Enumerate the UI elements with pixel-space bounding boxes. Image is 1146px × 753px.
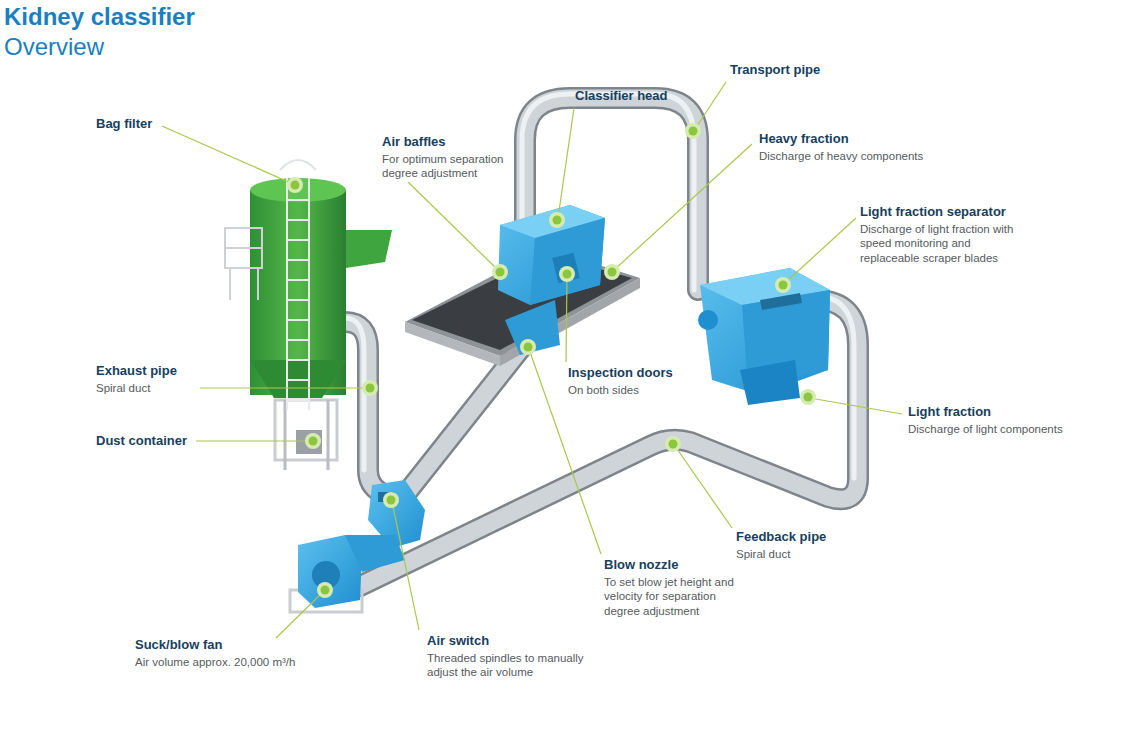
part-note: Spiral duct xyxy=(736,547,790,561)
part-note: For optimum separation degree adjustment xyxy=(382,152,527,181)
part-note: To set blow jet height and velocity for … xyxy=(604,575,754,618)
part-name: Bag filter xyxy=(96,116,152,132)
part-note: On both sides xyxy=(568,383,639,397)
bag-filter xyxy=(225,160,392,470)
pipes xyxy=(345,94,858,586)
part-name: Heavy fraction xyxy=(759,131,849,147)
part-name: Dust container xyxy=(96,433,187,449)
suck-blow-fan xyxy=(290,480,425,612)
part-name: Light fraction separator xyxy=(860,204,1006,220)
page-subtitle: Overview xyxy=(4,32,104,62)
part-name: Feedback pipe xyxy=(736,529,826,545)
part-name: Air baffles xyxy=(382,134,446,150)
part-name: Light fraction xyxy=(908,404,991,420)
part-note: Discharge of heavy components xyxy=(759,149,949,163)
part-name: Suck/blow fan xyxy=(135,637,222,653)
light-fraction-separator xyxy=(698,268,830,405)
part-name: Blow nozzle xyxy=(604,557,678,573)
part-name: Transport pipe xyxy=(730,62,820,78)
part-note: Discharge of light components xyxy=(908,422,1108,436)
leader-lines xyxy=(162,82,902,638)
part-note: Air volume approx. 20,000 m³/h xyxy=(135,655,335,669)
part-note: Discharge of light fraction with speed m… xyxy=(860,222,1025,265)
part-name: Classifier head xyxy=(575,88,668,104)
page-title: Kidney classifier xyxy=(4,2,195,32)
part-name: Exhaust pipe xyxy=(96,363,177,379)
part-name: Inspection doors xyxy=(568,365,673,381)
callout-dots xyxy=(287,123,816,598)
classifier-head xyxy=(405,205,640,366)
part-name: Air switch xyxy=(427,633,489,649)
part-note: Threaded spindles to manually adjust the… xyxy=(427,651,607,680)
part-note: Spiral duct xyxy=(96,381,150,395)
